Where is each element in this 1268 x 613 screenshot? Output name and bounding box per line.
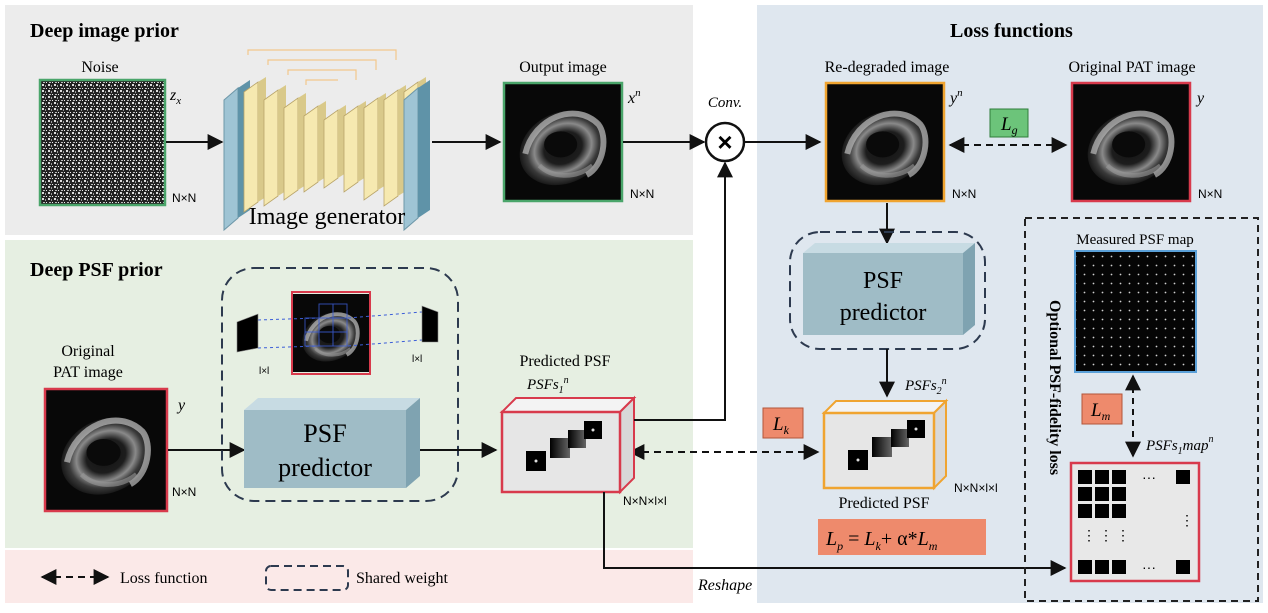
output-image-label: Output image (519, 59, 607, 76)
redegraded-label: Re-degraded image (825, 59, 950, 76)
original-left-size: N×N (172, 485, 196, 499)
loss-g-label: Lg (1000, 114, 1018, 137)
conv-operator (704, 121, 746, 163)
psf-predictor-right (803, 243, 975, 335)
legend-shared-label: Shared weight (356, 570, 449, 587)
conv-label: Conv. (708, 95, 742, 111)
predicted-psf-right-label: Predicted PSF (838, 495, 929, 512)
loss-functions-title: Loss functions (950, 20, 1073, 42)
output-size: N×N (630, 187, 654, 201)
psfs2-symbol: PSFs2n (904, 376, 947, 397)
noise-symbol: zx (169, 87, 181, 107)
redegraded-image (826, 83, 944, 201)
psf-map-grid (1069, 461, 1201, 583)
deep-image-prior-title: Deep image prior (30, 20, 179, 42)
original-pat-top-label: Original PAT image (1068, 59, 1195, 76)
noise-label: Noise (81, 59, 118, 76)
legend-loss-label: Loss function (120, 570, 208, 587)
original-pat-top-image (1072, 83, 1190, 201)
psf-predictor-left-line1: PSF (303, 419, 346, 448)
redegraded-symbol: yn (948, 87, 963, 107)
original-left-symbol: y (176, 397, 186, 414)
deep-psf-prior-title: Deep PSF prior (30, 259, 163, 281)
predicted-psf-left-label: Predicted PSF (519, 353, 610, 370)
patch-label-right: l×l (412, 354, 422, 365)
psf-map-vdots-3: ⋮ (1116, 527, 1130, 543)
predicted-psf-right-size: N×N×l×l (954, 481, 998, 495)
noise-image (38, 78, 167, 207)
original-top-size: N×N (1198, 187, 1222, 201)
loss-k-label: Lk (772, 414, 790, 437)
psf-map-hdots-top: ··· (1142, 469, 1156, 485)
psf-map-vdots-2: ⋮ (1099, 527, 1113, 543)
measured-psf-map-image (1074, 250, 1197, 373)
original-pat-left-image (45, 389, 167, 511)
psf-predictor-right-line1: PSF (863, 268, 903, 294)
psf-map-vdots-4: ⋮ (1180, 512, 1194, 528)
patch-extraction-illustration (236, 291, 439, 375)
psf-fidelity-box (1024, 217, 1259, 602)
reshape-arrow (603, 492, 1067, 576)
psfs1-map-symbol: PSFs1mapn (1145, 434, 1214, 457)
shared-weight-box-left (221, 267, 459, 502)
loss-p-formula: Lp = Lk+ α*Lm (825, 528, 938, 553)
original-left-line1: Original (61, 343, 115, 360)
patch-label-left: l×l (259, 366, 269, 377)
output-symbol: xn (627, 87, 641, 107)
psf-predictor-right-line2: predictor (840, 300, 927, 326)
loss-p-box (818, 519, 986, 555)
loss-m-label: Lm (1090, 400, 1111, 423)
psfs1-symbol: PSFs1n (526, 375, 569, 396)
predicted-psf-left-size: N×N×l×l (623, 494, 667, 508)
measured-psf-map-label: Measured PSF map (1076, 232, 1194, 248)
psf-predictor-left (244, 398, 420, 488)
psf-map-vdots-1: ⋮ (1082, 527, 1096, 543)
psf-predictor-left-line2: predictor (278, 453, 372, 482)
original-top-symbol: y (1195, 90, 1205, 107)
loss-k-box (762, 407, 804, 439)
original-left-line2: PAT image (53, 364, 123, 381)
reshape-label: Reshape (697, 577, 752, 594)
legend-shared-box (265, 565, 349, 591)
psf-map-hdots-bottom: ··· (1142, 559, 1156, 575)
image-generator-network (223, 49, 430, 232)
loss-m-box (1081, 393, 1123, 425)
output-image (504, 83, 622, 201)
predicted-psf-left (499, 395, 637, 495)
redegraded-size: N×N (952, 187, 976, 201)
predicted-psf-right (821, 398, 949, 491)
noise-size: N×N (172, 191, 196, 205)
image-generator-label: Image generator (249, 204, 406, 230)
arrow-psf-left-to-conv (634, 161, 733, 421)
conv-glyph: × (717, 127, 732, 157)
loss-g-box (989, 108, 1029, 138)
psf-fidelity-title: Optional PSF-fidelity loss (1046, 300, 1063, 475)
